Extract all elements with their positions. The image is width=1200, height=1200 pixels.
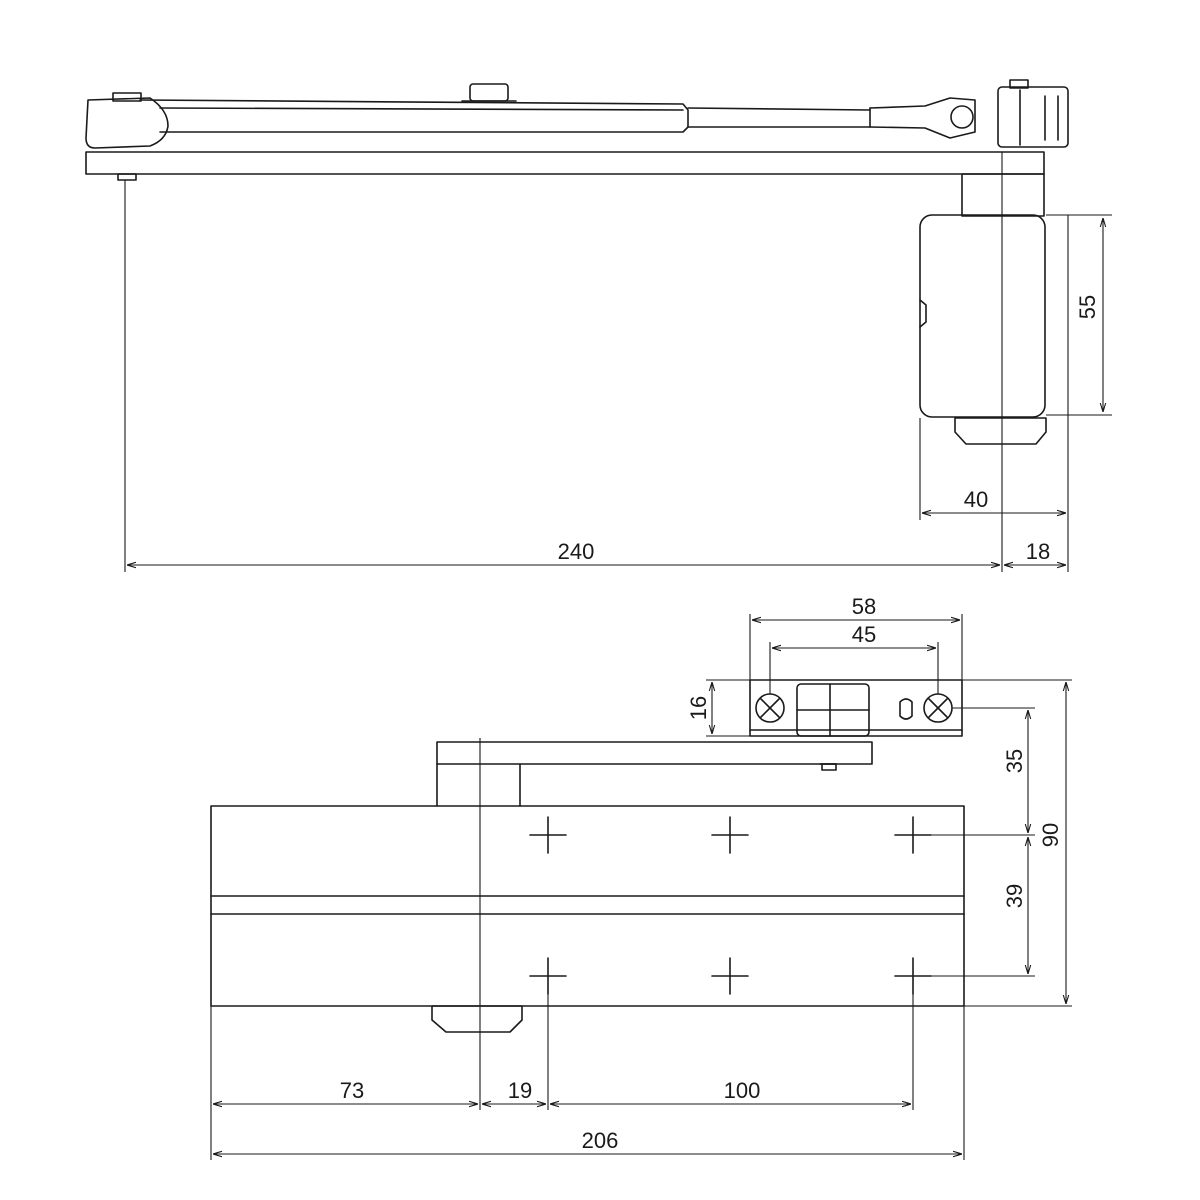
mounting-hole [711,957,749,995]
dim-label-offset: 18 [1026,539,1050,564]
closer-cap [954,417,1047,445]
dim-label-plate-holes: 45 [852,622,876,647]
dim-label-hole-spacing: 100 [724,1078,761,1103]
bottom-arm [436,741,873,807]
mounting-hole [529,957,567,995]
mounting-rail [85,151,1045,175]
dim-label-arm-length: 240 [558,539,595,564]
rod-end-pin [950,105,974,129]
plate-slot [899,698,913,720]
arm-bolt [469,83,509,102]
dim-label-hole-vertical: 39 [1002,884,1027,908]
dim-label-overall-height: 90 [1038,823,1063,847]
mounting-hole [529,816,567,854]
dim-label-shoe-to-hole: 19 [508,1078,532,1103]
closer-body [919,214,1046,418]
top-view-dimensions: 55 40 240 18 [124,152,1112,572]
bottom-shoe [431,1005,523,1033]
arm-pivot-left [85,97,169,149]
dim-label-plate-height: 16 [686,696,711,720]
dim-label-bracket-to-hole: 35 [1002,749,1027,773]
dim-label-body-width: 40 [964,487,988,512]
bottom-view [210,679,965,1033]
dim-label-plate-outer: 58 [852,594,876,619]
dim-label-left-offset: 73 [340,1078,364,1103]
dim-label-body-depth: 55 [1075,295,1100,319]
bottom-body [210,805,965,1007]
mounting-hole [894,816,932,854]
mounting-hole [711,816,749,854]
pivot-nut-left [112,92,142,102]
top-view [85,79,1069,445]
arm-shoe [997,86,1069,148]
closer-neck [961,173,1045,217]
rod-end [869,97,976,139]
mounting-holes [529,816,932,995]
mounting-hole [894,957,932,995]
mounting-plate [749,679,963,737]
dim-label-overall-length: 206 [582,1128,619,1153]
bottom-view-dimensions: 58 45 16 35 39 90 73 19 100 206 [210,594,1072,1160]
adjust-rod [687,107,871,111]
main-arm [139,99,689,133]
